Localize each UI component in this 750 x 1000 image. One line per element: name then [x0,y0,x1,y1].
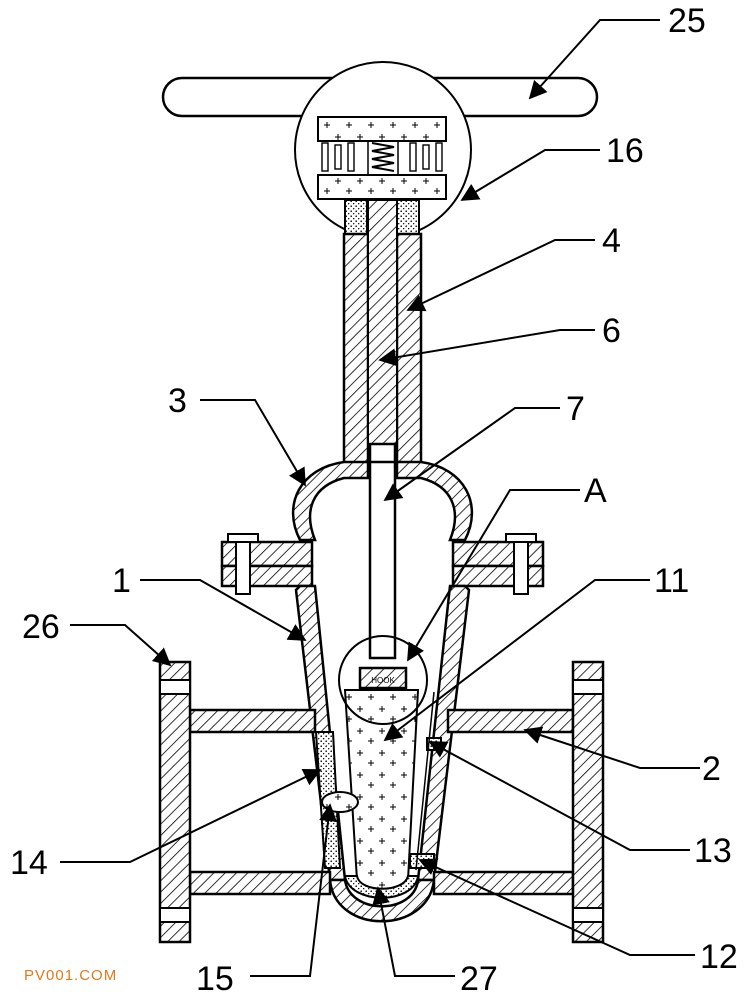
label-15: 15 [196,960,234,998]
detail-circle-A [338,635,428,725]
label-14: 14 [10,844,48,882]
label-7: 7 [566,390,585,428]
end-flange-right [571,660,605,944]
label-16: 16 [606,132,644,170]
end-flange-left [158,660,192,944]
stem-rod [368,442,397,660]
spring-teeth [321,142,443,172]
neck-wall-right [395,232,423,466]
spring-coil [371,142,395,172]
bottom-pad-27 [343,875,420,899]
watermark: PV001.COM [24,967,117,984]
label-12: 12 [700,938,738,976]
label-4: 4 [602,222,621,260]
pipe-upper-wall-right [446,708,575,734]
spring-housing [367,140,399,176]
packing-right [396,199,420,235]
label-3: 3 [168,382,187,420]
detail-plate [358,666,408,690]
label-27: 27 [460,960,498,998]
label-A: A [584,472,607,510]
flange-right-lower [451,564,545,588]
pipe-upper-wall-left [188,708,317,734]
flange-bolts [227,533,537,595]
label-13: 13 [694,832,732,870]
packing-left [344,199,368,235]
label-11: 11 [654,562,689,600]
label-26: 26 [22,608,60,646]
guide-rail [415,691,435,871]
screw-stem [367,199,398,445]
label-2: 2 [702,750,721,788]
end-flange-bolts [159,679,604,923]
neck-wall-left [342,232,370,466]
pipe-lower-wall-left [188,870,332,896]
label-6: 6 [602,312,621,350]
label-25: 25 [668,2,706,40]
label-1: 1 [112,562,131,600]
detail-inset-text: HOOK [371,676,395,685]
upper-coupling-plate [317,116,447,142]
gate-wedge [343,689,420,893]
lower-coupling-plate [317,174,447,200]
leader-lines [60,19,700,977]
seal-15 [321,791,359,813]
bonnet-shell [291,460,474,542]
